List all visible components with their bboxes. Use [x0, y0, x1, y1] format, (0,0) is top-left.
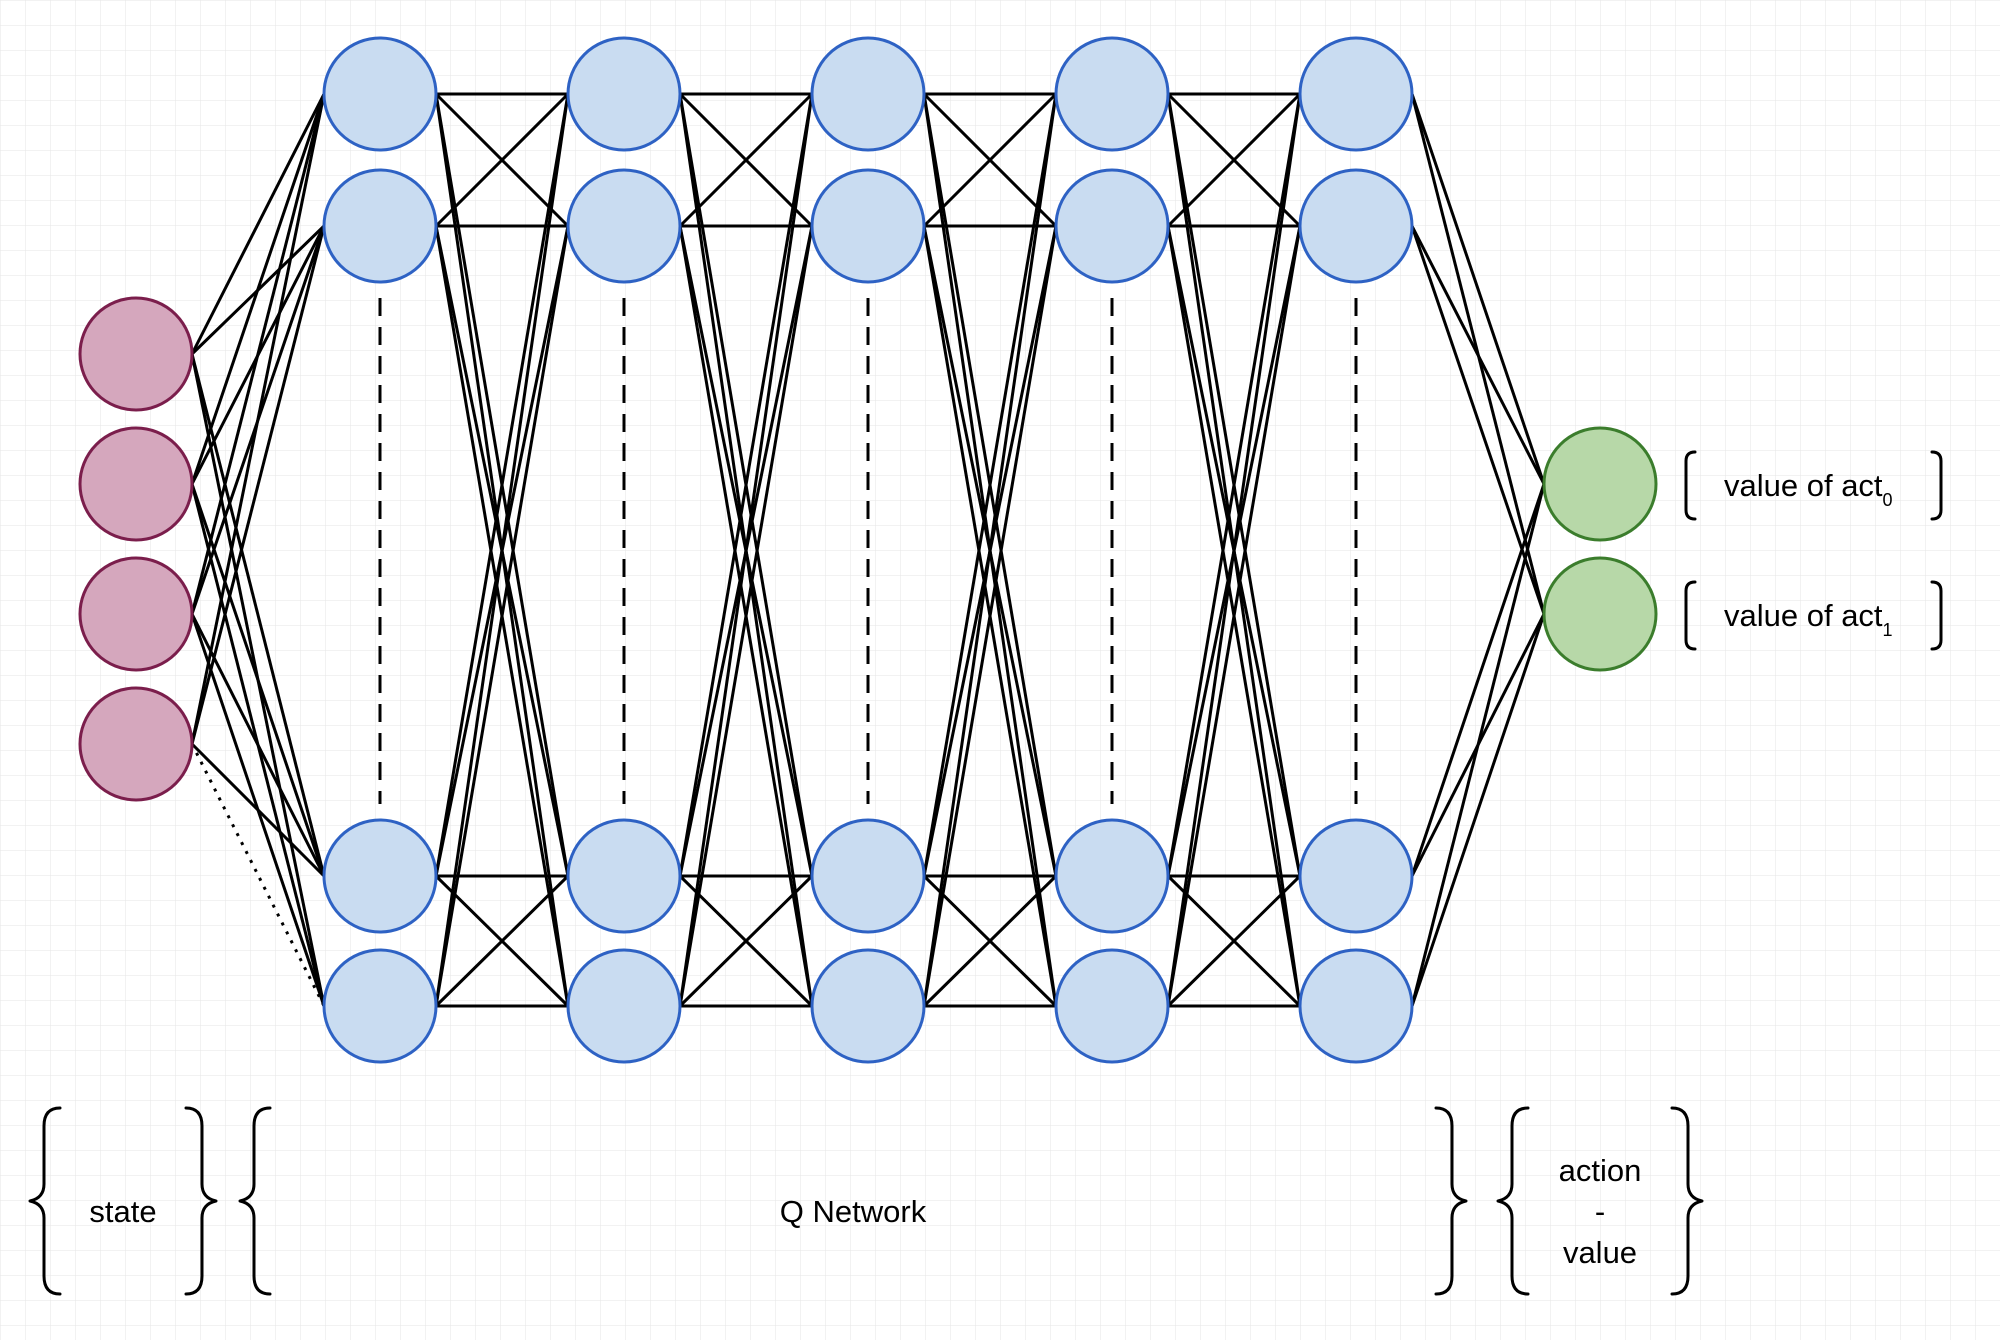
network-nodes [78, 36, 1658, 1064]
input-node [78, 426, 194, 542]
hidden-edge [922, 92, 1058, 228]
state-left-brace [28, 1106, 62, 1296]
input-edge [190, 93, 326, 355]
hidden-edge [1166, 93, 1302, 877]
q-network-left-brace [238, 1106, 272, 1296]
hidden-node [810, 948, 926, 1064]
hidden-node [566, 818, 682, 934]
action-value-label-line2: - [1595, 1194, 1605, 1229]
hidden-node [810, 36, 926, 152]
hidden-edge [922, 93, 1058, 1007]
output-label-1: value of act1 [1684, 580, 1943, 651]
hidden-node [1298, 36, 1414, 152]
output-label-0: value of act0 [1684, 450, 1943, 521]
hidden-node [322, 948, 438, 1064]
hidden-edge [678, 225, 814, 1007]
hidden-edge [434, 92, 570, 228]
action-value-right-brace [1670, 1106, 1704, 1296]
output-node [1542, 556, 1658, 672]
input-node [78, 296, 194, 412]
hidden-edge [1166, 92, 1302, 228]
hidden-edge [434, 93, 570, 1007]
hidden-edge [922, 93, 1058, 877]
input-node [78, 686, 194, 802]
hidden-edge [1166, 225, 1302, 1007]
hidden-edge [922, 874, 1058, 1008]
hidden-node [1054, 818, 1170, 934]
q-network-label: Q Network [780, 1194, 927, 1229]
output-1-right-bracket [1930, 580, 1943, 651]
output-1-left-bracket [1684, 580, 1697, 651]
hidden-node [322, 168, 438, 284]
hidden-node [1298, 168, 1414, 284]
hidden-node [566, 948, 682, 1064]
output-edge [1410, 225, 1546, 485]
hidden-node [1054, 36, 1170, 152]
state-label: state [89, 1194, 156, 1229]
hidden-edge [922, 225, 1058, 1007]
hidden-node [810, 818, 926, 934]
hidden-edge [678, 92, 814, 228]
output-1-label: value of act1 [1724, 598, 1893, 640]
layer-ellipsis-lines [378, 298, 1358, 804]
output-edge [1410, 483, 1546, 877]
hidden-node [566, 36, 682, 152]
state-right-brace [184, 1106, 218, 1296]
hidden-edge [1166, 93, 1302, 1007]
output-0-left-bracket [1684, 450, 1697, 521]
hidden-node [1054, 168, 1170, 284]
q-network-right-brace [1434, 1106, 1468, 1296]
hidden-edge [1166, 874, 1302, 1008]
output-0-right-bracket [1930, 450, 1943, 521]
hidden-edge [678, 93, 814, 1007]
input-node [78, 556, 194, 672]
output-edge [1410, 613, 1546, 1007]
connection-edges [190, 92, 1546, 1008]
hidden-node [1054, 948, 1170, 1064]
input-edge [190, 225, 326, 745]
hidden-edge [434, 874, 570, 1008]
output-0-label: value of act0 [1724, 468, 1893, 510]
hidden-edge [434, 93, 570, 877]
hidden-node [1298, 948, 1414, 1064]
group-state: state [28, 1106, 218, 1296]
group-q-network: Q Network [238, 1106, 1468, 1296]
input-edge [190, 93, 326, 485]
action-value-label-line1: action [1559, 1153, 1642, 1188]
output-node [1542, 426, 1658, 542]
hidden-node [322, 818, 438, 934]
input-edge [190, 93, 326, 745]
action-value-label-line3: value [1563, 1235, 1637, 1270]
hidden-edge [434, 225, 570, 1007]
hidden-edge [678, 93, 814, 877]
output-edge [1410, 93, 1546, 485]
hidden-node [566, 168, 682, 284]
action-value-left-brace [1496, 1106, 1530, 1296]
hidden-node [1298, 818, 1414, 934]
input-edge [190, 93, 326, 615]
hidden-node [810, 168, 926, 284]
group-action-value: action - value [1496, 1106, 1704, 1296]
input-edge [190, 742, 326, 878]
hidden-edge [678, 874, 814, 1008]
output-edge [1410, 483, 1546, 1007]
hidden-node [322, 36, 438, 152]
